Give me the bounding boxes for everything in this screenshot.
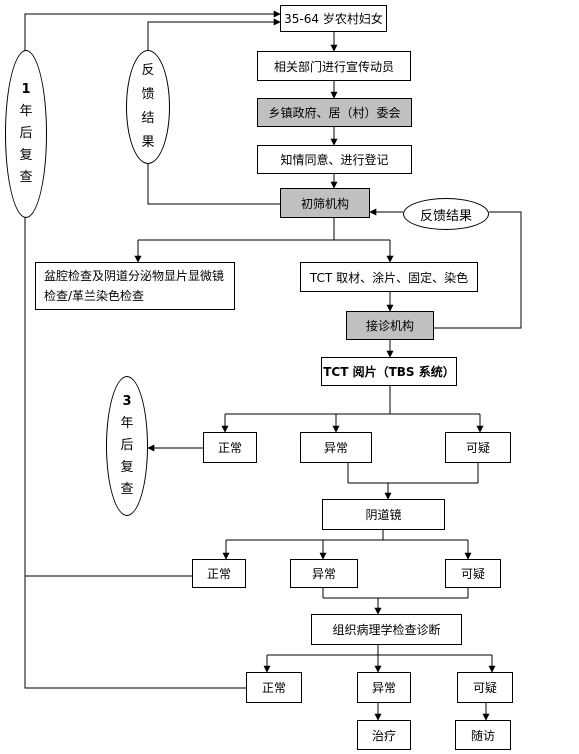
result2-normal-box: 正常 (192, 559, 246, 588)
start-box: 35-64 岁农村妇女 (280, 5, 387, 32)
result1-abnormal-box: 异常 (300, 432, 372, 463)
recheck-3yr-label: 年后复查 (120, 416, 134, 497)
feedback-vertical-label: 反馈结果 (141, 63, 155, 150)
feedback-ellipse-horizontal: 反馈结果 (403, 198, 489, 230)
arrow-feedback-loop-right (434, 211, 522, 329)
receiving-label: 接诊机构 (365, 319, 414, 333)
start-label: 35-64 岁农村妇女 (284, 12, 383, 26)
receiving-box: 接诊机构 (346, 311, 434, 340)
recheck-1yr-number: 1 (21, 82, 31, 97)
feedback-ellipse-vertical: 反馈结果 (126, 50, 170, 164)
screening-label: 初筛机构 (300, 196, 349, 211)
consent-label: 知情同意、进行登记 (280, 153, 389, 167)
recheck-1yr-ellipse: 1 年后复查 (5, 50, 47, 218)
result3-normal-label: 正常 (261, 681, 286, 695)
result2-abnormal-label: 异常 (311, 567, 336, 581)
result3-normal-box: 正常 (246, 672, 302, 703)
result3-suspicious-label: 可疑 (472, 681, 497, 695)
result2-abnormal-box: 异常 (290, 559, 358, 588)
result3-abnormal-box: 异常 (357, 672, 411, 703)
followup-label: 随访 (470, 728, 495, 743)
result2-normal-label: 正常 (206, 567, 231, 581)
result2-suspicious-box: 可疑 (445, 559, 501, 588)
feedback-horizontal-label: 反馈结果 (419, 208, 472, 224)
tct-reading-box: TCT 阅片（TBS 系统） (321, 357, 457, 386)
tct-sampling-box: TCT 取材、涂片、固定、染色 (300, 262, 478, 292)
pelvic-exam-label: 盆腔检查及阴道分泌物显片显微镜检查/革兰染色检查 (44, 269, 225, 303)
result1-normal-label: 正常 (217, 441, 242, 455)
colposcopy-box: 阴道镜 (322, 499, 445, 530)
recheck-1yr-label: 年后复查 (19, 104, 33, 185)
tct-reading-label: TCT 阅片（TBS 系统） (323, 365, 455, 379)
tct-sampling-label: TCT 取材、涂片、固定、染色 (309, 270, 469, 285)
mobilize-box: 相关部门进行宣传动员 (257, 51, 411, 81)
pelvic-exam-box: 盆腔检查及阴道分泌物显片显微镜检查/革兰染色检查 (35, 262, 235, 310)
mobilize-label: 相关部门进行宣传动员 (273, 59, 394, 74)
pathology-label: 组织病理学检查诊断 (332, 623, 441, 637)
arrow-recheck-1yr-loop (24, 10, 281, 689)
result3-abnormal-label: 异常 (371, 681, 396, 695)
result3-suspicious-box: 可疑 (457, 672, 513, 703)
followup-box: 随访 (455, 720, 511, 750)
treatment-label: 治疗 (371, 728, 396, 743)
result1-suspicious-box: 可疑 (445, 432, 511, 463)
screening-box: 初筛机构 (280, 188, 370, 218)
treatment-box: 治疗 (357, 720, 411, 750)
government-box: 乡镇政府、居（村）委会 (257, 98, 412, 127)
result2-suspicious-label: 可疑 (460, 567, 485, 581)
consent-box: 知情同意、进行登记 (257, 145, 412, 174)
government-label: 乡镇政府、居（村）委会 (268, 106, 401, 120)
pathology-box: 组织病理学检查诊断 (311, 614, 462, 645)
colposcopy-label: 阴道镜 (365, 508, 402, 522)
recheck-3yr-number: 3 (122, 394, 132, 409)
result1-normal-box: 正常 (203, 432, 257, 463)
result1-abnormal-label: 异常 (323, 441, 348, 455)
recheck-3yr-ellipse: 3 年后复查 (106, 376, 148, 516)
result1-suspicious-label: 可疑 (465, 441, 490, 455)
